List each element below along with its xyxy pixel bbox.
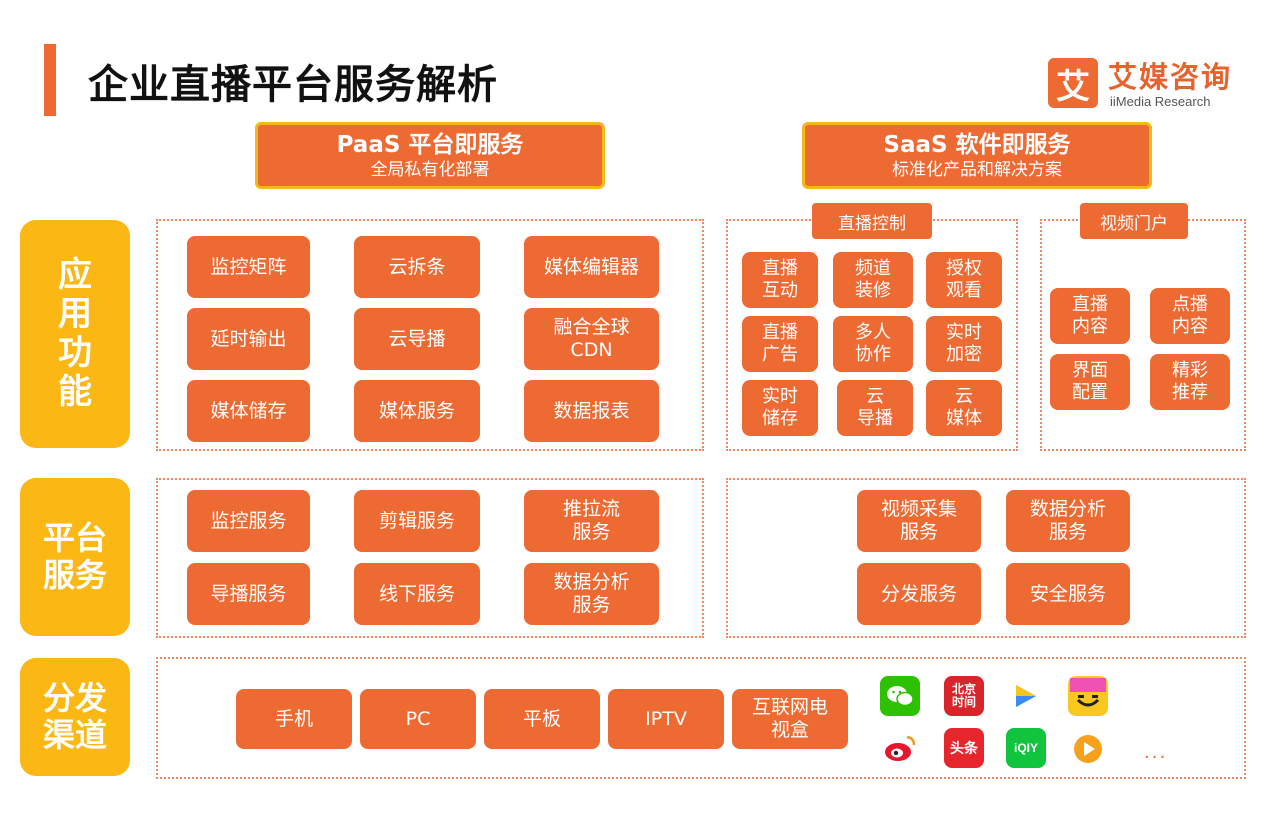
more-indicator: ... (1144, 742, 1168, 763)
smile-icon (1068, 676, 1108, 716)
service-box: 推拉流 服务 (524, 490, 659, 552)
channel-box: 手机 (236, 689, 352, 749)
saas-title: SaaS 软件即服务 (883, 131, 1071, 158)
logo-name-cn: 艾媒咨询 (1108, 60, 1233, 94)
live-control-label: 直播控制 (812, 203, 932, 239)
channel-box: 互联网电 视盒 (732, 689, 848, 749)
service-box: 监控服务 (187, 490, 310, 552)
feature-box: 云 媒体 (926, 380, 1002, 436)
category-platform-services: 平台 服务 (20, 478, 130, 636)
feature-box: 直播 互动 (742, 252, 818, 308)
feature-box: 精彩 推荐 (1150, 354, 1230, 410)
service-box: 数据分析 服务 (524, 563, 659, 625)
logo-name-en: iiMedia Research (1110, 94, 1211, 109)
feature-box: 实时 储存 (742, 380, 818, 436)
category-distribution-channels: 分发 渠道 (20, 658, 130, 776)
feature-box: 界面 配置 (1050, 354, 1130, 410)
service-box: 线下服务 (354, 563, 480, 625)
feature-box: 实时 加密 (926, 316, 1002, 372)
toutiao-icon: 头条 (944, 728, 984, 768)
play-icon (1004, 676, 1044, 716)
feature-box: 云导播 (354, 308, 480, 370)
feature-box: 点播 内容 (1150, 288, 1230, 344)
paas-title: PaaS 平台即服务 (336, 131, 524, 158)
channel-box: IPTV (608, 689, 724, 749)
feature-box: 监控矩阵 (187, 236, 310, 298)
wechat-icon (880, 676, 920, 716)
service-box: 分发服务 (857, 563, 981, 625)
page-title: 企业直播平台服务解析 (88, 62, 498, 108)
title-accent-bar (44, 44, 56, 116)
video-face-icon (1068, 728, 1108, 768)
beijing-time-icon: 北京 时间 (944, 676, 984, 716)
service-box: 视频采集 服务 (857, 490, 981, 552)
saas-header: SaaS 软件即服务 标准化产品和解决方案 (802, 122, 1152, 189)
logo-icon: 艾 (1048, 58, 1098, 108)
channel-box: PC (360, 689, 476, 749)
feature-box: 数据报表 (524, 380, 659, 442)
service-box: 数据分析 服务 (1006, 490, 1130, 552)
feature-box: 延时输出 (187, 308, 310, 370)
feature-box: 媒体编辑器 (524, 236, 659, 298)
feature-box: 媒体储存 (187, 380, 310, 442)
feature-box: 云拆条 (354, 236, 480, 298)
service-box: 导播服务 (187, 563, 310, 625)
platform-paas-panel (156, 478, 704, 638)
iqiyi-icon: iQIY (1006, 728, 1046, 768)
app-paas-panel (156, 219, 704, 451)
feature-box: 直播 广告 (742, 316, 818, 372)
feature-box: 多人 协作 (833, 316, 913, 372)
service-box: 安全服务 (1006, 563, 1130, 625)
category-app-functions: 应 用 功 能 (20, 220, 130, 448)
channel-box: 平板 (484, 689, 600, 749)
feature-box: 云 导播 (837, 380, 913, 436)
saas-subtitle: 标准化产品和解决方案 (892, 159, 1062, 180)
service-box: 剪辑服务 (354, 490, 480, 552)
platform-saas-panel (726, 478, 1246, 638)
feature-box: 授权 观看 (926, 252, 1002, 308)
distribution-panel (156, 657, 1246, 779)
feature-box: 融合全球 CDN (524, 308, 659, 370)
weibo-icon (880, 728, 920, 768)
feature-box: 直播 内容 (1050, 288, 1130, 344)
video-portal-label: 视频门户 (1080, 203, 1188, 239)
paas-header: PaaS 平台即服务 全局私有化部署 (255, 122, 605, 189)
paas-subtitle: 全局私有化部署 (370, 159, 490, 180)
feature-box: 媒体服务 (354, 380, 480, 442)
feature-box: 频道 装修 (833, 252, 913, 308)
